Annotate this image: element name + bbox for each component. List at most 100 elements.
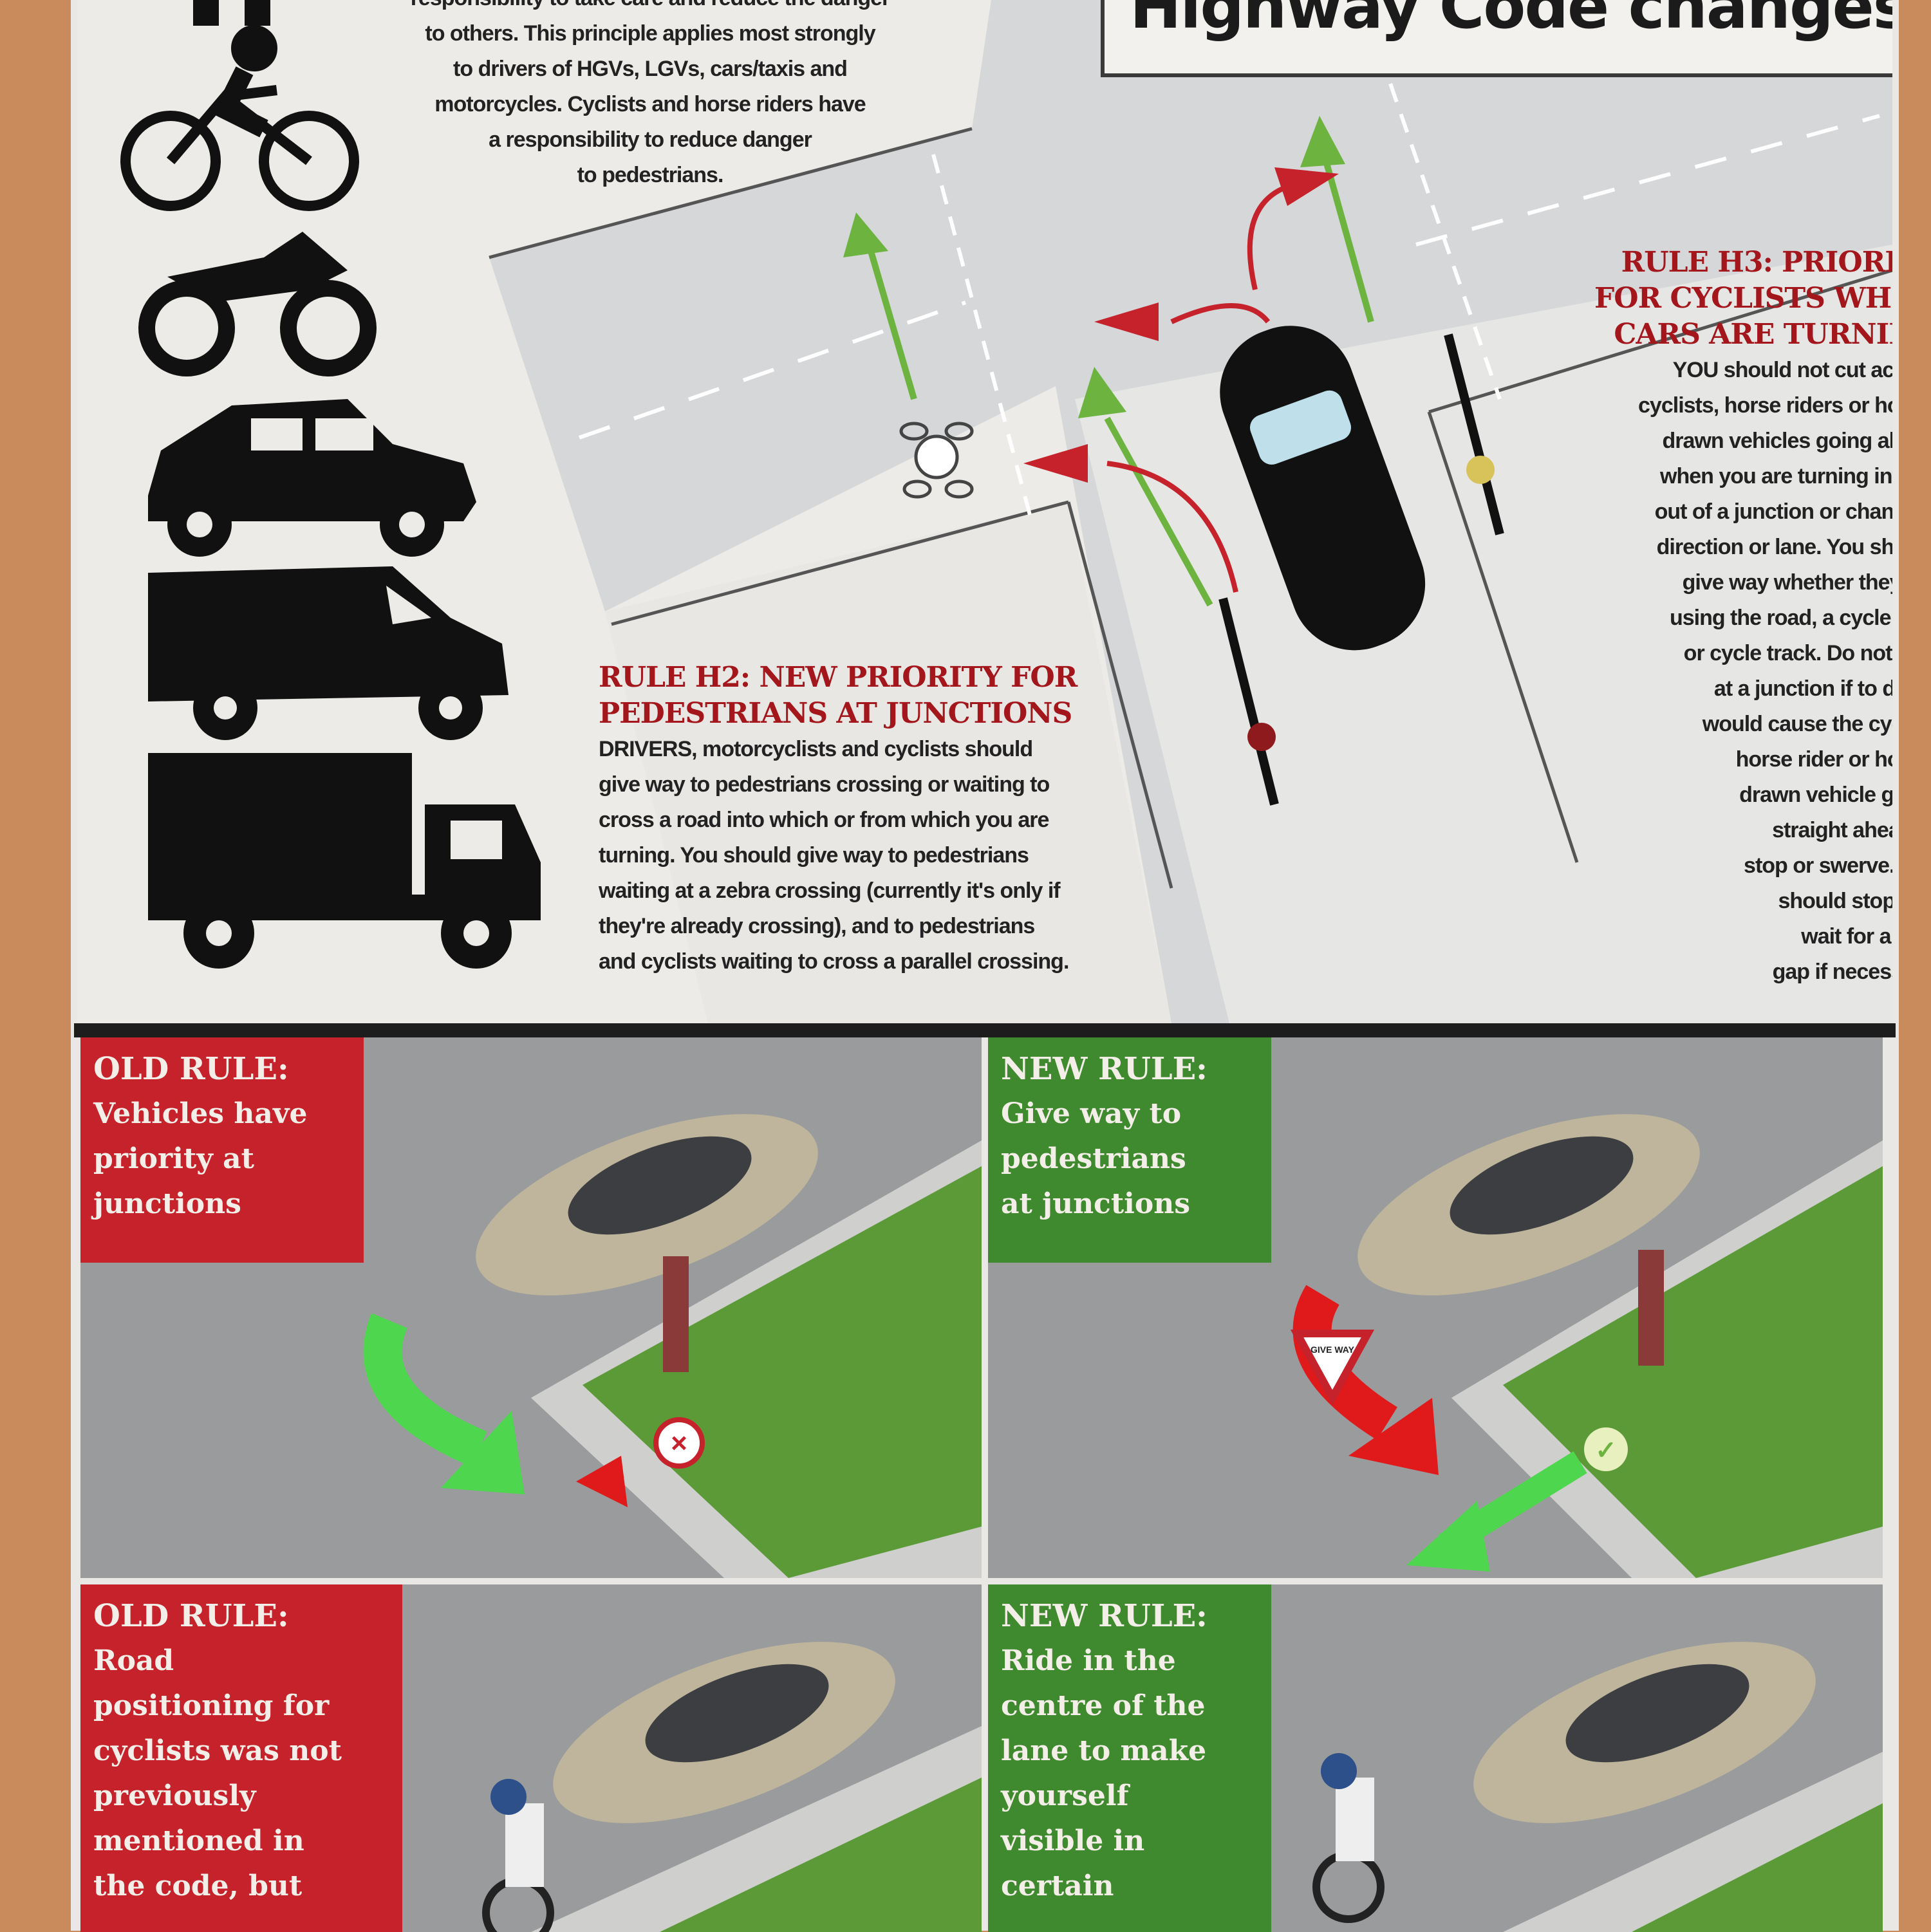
panel-new-rule-cyclists: NEW RULE: Ride in the centre of the lane… [988,1584,1883,1932]
label-title: NEW RULE: [1001,1598,1208,1634]
label-title: NEW RULE: [1001,1051,1208,1087]
label-line: lane to make [1001,1734,1207,1767]
vehicle-icons [120,0,541,969]
red-arrow-icon [1094,302,1271,341]
heading-line: RULE H2: NEW PRIORITY FOR [599,661,1077,694]
green-arrow-icon [843,212,917,400]
panel-old-rule-junctions: × OLD RULE: Vehicles have priority at ju… [80,1037,982,1578]
cyclist-topdown-icon [1444,333,1504,535]
cyclist-icon [1312,1753,1385,1923]
new-rule-label: NEW RULE: Ride in the centre of the lane… [988,1584,1271,1932]
body-line: they're already crossing), and to pedest… [599,914,1035,938]
label-line: Vehicles have [93,1097,308,1130]
body-line: cyclists, horse riders or horse- [1638,393,1892,418]
intro-line: to drivers of HGVs, LGVs, cars/taxis and [453,57,848,81]
body-line: stop or swerve. You [1744,853,1892,878]
page-title: Highway Code changes [1130,0,1892,42]
rule-h2: RULE H2: NEW PRIORITY FOR PEDESTRIANS AT… [599,660,1242,980]
green-arrow-icon [1300,116,1374,323]
label-line: at junctions [1001,1187,1190,1220]
body-line: gap if necessary. [1772,960,1892,984]
svg-text:✓: ✓ [1595,1436,1617,1465]
label-line: centre of the [1001,1689,1206,1722]
label-line: mentioned in [93,1825,304,1857]
label-line: pedestrians [1001,1142,1186,1175]
intro-line: responsibility to take care and reduce t… [296,0,1004,16]
rule-h3: RULE H3: PRIORITY FOR CYCLISTS WHEN CARS… [1480,245,1892,990]
give-way-sign-icon [1290,1330,1375,1406]
pedestrian-icon [1638,1250,1664,1366]
label-line: yourself [1001,1779,1129,1812]
panel-illustration [482,1642,982,1932]
section-divider [74,1023,1896,1037]
label-title: OLD RULE: [93,1051,289,1087]
svg-text:×: × [671,1427,687,1459]
body-line: horse rider or horse- [1735,747,1892,772]
intro-line: motorcycles. Cyclists and horse riders h… [434,92,866,116]
label-line: the code, but [93,1870,303,1902]
panel-new-rule-junctions: GIVE WAY ✓ NEW RULE: Give way to pedestr… [988,1037,1883,1578]
intro-line: a responsibility to reduce danger [489,127,812,152]
heading-line: CARS ARE TURNING [1614,318,1892,351]
intro-line: to others. This principle applies most s… [425,21,875,46]
rule-h2-body: DRIVERS, motorcyclists and cyclists shou… [599,732,1242,980]
body-line: give way to pedestrians crossing or wait… [599,772,1050,797]
junction-diagram [489,0,1892,1023]
car-icon [148,399,476,557]
body-line: DRIVERS, motorcyclists and cyclists shou… [599,737,1033,761]
label-line: Ride in the [1001,1644,1176,1677]
green-arrow-icon [363,1313,487,1467]
red-arrow-icon [576,1456,628,1507]
body-line: or cycle track. Do not turn [1683,641,1892,665]
red-arrow-icon [1023,444,1238,593]
body-line: drawn vehicles going ahead [1662,429,1892,453]
green-arrow-icon [1078,367,1213,607]
pedestrian-topdown-icon [899,422,974,499]
red-arrow-icon [1247,167,1339,290]
body-line: using the road, a cycle lane [1669,606,1892,630]
pedestrian-icon [663,1256,689,1372]
body-line: straight ahead to [1772,818,1892,842]
cyclist-topdown-icon [1218,597,1279,806]
bicycle-icon [120,25,359,211]
heading-line: FOR CYCLISTS WHEN [1594,282,1892,315]
body-line: give way whether they are [1682,570,1892,595]
new-rule-label: NEW RULE: Give way to pedestrians at jun… [988,1037,1271,1263]
top-diagram: Highway Code changes responsibility to t… [77,0,1892,1023]
old-rule-label: OLD RULE: Road positioning for cyclists … [80,1584,402,1932]
body-line: when you are turning into or [1660,464,1892,488]
label-line: priority at [93,1142,254,1175]
label-line: positioning for [93,1689,330,1722]
lorry-icon [148,753,541,969]
panel-illustration: × [363,1114,982,1578]
label-line: previously [93,1779,256,1812]
van-icon [148,566,508,740]
label-line: junctions [93,1187,241,1220]
body-line: waiting at a zebra crossing (currently i… [599,878,1061,903]
panel-illustration: GIVE WAY ✓ [1290,1114,1883,1578]
body-line: at a junction if to do so [1713,676,1892,701]
intro-text: responsibility to take care and reduce t… [296,0,1004,193]
cyclist-icon [482,1779,554,1932]
label-line: Give way to [1001,1097,1182,1130]
rule-h3-heading: RULE H3: PRIORITY FOR CYCLISTS WHEN CARS… [1480,245,1892,353]
title-box: Highway Code changes [1101,0,1892,77]
motorcycle-icon [138,232,377,376]
label-title: OLD RULE: [93,1598,289,1634]
body-line: wait for a safe [1801,924,1892,949]
car-topdown-icon [1220,326,1426,651]
body-line: would cause the cyclist, [1702,712,1892,736]
panel-old-rule-cyclists: OLD RULE: Road positioning for cyclists … [80,1584,982,1932]
tick-icon [1584,1427,1628,1471]
heading-line: RULE H3: PRIORITY [1621,246,1892,279]
body-line: drawn vehicle going [1739,783,1892,807]
body-line: turning. You should give way to pedestri… [599,843,1029,868]
rule-h2-heading: RULE H2: NEW PRIORITY FOR PEDESTRIANS AT… [599,660,1242,732]
body-line: direction or lane. You should [1656,535,1892,559]
cross-icon [653,1417,705,1469]
panel-illustration [1312,1642,1883,1932]
body-line: and cyclists waiting to cross a parallel… [599,949,1069,974]
label-line: Road [93,1644,174,1677]
